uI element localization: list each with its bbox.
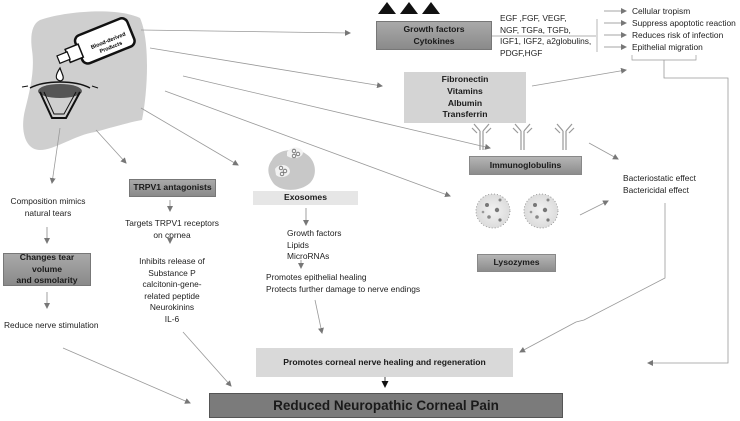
effect-item: Cellular tropism (632, 6, 691, 16)
exosome-contents: Growth factors Lipids MicroRNAs (287, 228, 341, 263)
growth-factor-effects: Cellular tropism Suppress apoptotic reac… (632, 5, 736, 53)
exosome-effects: Promotes epithelial healing Protects fur… (266, 272, 420, 295)
antibacterial-effects: Bacteriostatic effect Bactericidal effec… (623, 173, 696, 196)
lysozymes-box: Lysozymes (477, 254, 556, 272)
effect-item: Reduces risk of infection (632, 30, 724, 40)
tear-volume-line: Changes tear volume (19, 252, 75, 274)
inhibits-line: related peptide (144, 290, 200, 301)
antibody-icon (471, 123, 575, 150)
exosomes-label: Exosomes (284, 192, 327, 203)
lysozyme-icon (475, 193, 559, 229)
tear-volume-box: Changes tear volume and osmolarity (3, 252, 91, 286)
exosome-content-item: Lipids (287, 239, 309, 250)
inhibits-line: Inhibits release of (139, 256, 205, 266)
outcome-box: Reduced Neuropathic Corneal Pain (209, 393, 563, 418)
protein-item: Fibronectin (441, 74, 489, 85)
composition-line: Composition mimics (10, 196, 86, 206)
composition-line: natural tears (24, 207, 72, 218)
immunoglobulins-box: Immunoglobulins (469, 156, 582, 175)
inhibits-line: Substance P (148, 267, 196, 278)
gf-list-line: PDGF,HGF (500, 47, 543, 58)
eye-icon (21, 81, 99, 119)
trpv1-targets-line: Targets TRPV1 receptors (125, 218, 219, 228)
gf-list-line: NGF, TGFa, TGFb, (500, 24, 571, 35)
growth-factor-list: EGF ,FGF, VEGF, NGF, TGFa, TGFb, IGF1, I… (500, 13, 591, 59)
growth-factors-label: Growth factors (403, 23, 465, 34)
healing-box: Promotes corneal nerve healing and regen… (256, 348, 513, 377)
protein-item: Transferrin (442, 109, 488, 120)
plasma-proteins-box: Fibronectin Vitamins Albumin Transferrin (404, 72, 526, 123)
immunoglobulins-label: Immunoglobulins (489, 159, 562, 170)
gf-list-line: EGF ,FGF, VEGF, (500, 13, 567, 23)
lysozymes-label: Lysozymes (493, 257, 540, 268)
triangle-icon (378, 2, 396, 14)
trpv1-antagonists-box: TRPV1 antagonists (129, 179, 216, 197)
outcome-label: Reduced Neuropathic Corneal Pain (273, 397, 499, 413)
trpv1-inhibits: Inhibits release of Substance P calciton… (122, 256, 222, 325)
effect-item: Epithelial migration (632, 42, 703, 52)
exosome-icon (268, 147, 315, 190)
triangle-icon (400, 2, 418, 14)
exosome-content-item: Growth factors (287, 228, 342, 238)
inhibits-line: Neurokinins (149, 302, 195, 312)
effect-item: Suppress apoptotic reaction (632, 18, 736, 28)
healing-label: Promotes corneal nerve healing and regen… (283, 356, 486, 367)
protein-item: Vitamins (447, 85, 483, 96)
tear-volume-line: and osmolarity (16, 275, 78, 286)
dropper-bottle-icon (56, 17, 136, 65)
bactericidal-text: Bactericidal effect (623, 184, 689, 195)
exosome-effect-item: Protects further damage to nerve endings (266, 283, 421, 294)
exosome-effect-item: Promotes epithelial healing (266, 272, 367, 282)
inhibits-line: calcitonin-gene- (142, 279, 202, 289)
trpv1-targets: Targets TRPV1 receptors on cornea (122, 218, 222, 241)
bacteriostatic-text: Bacteriostatic effect (623, 173, 696, 183)
triangle-icon (422, 2, 440, 14)
reduce-nerve-stimulation-text: Reduce nerve stimulation (4, 320, 99, 330)
exosome-content-item: MicroRNAs (287, 251, 330, 261)
trpv1-label: TRPV1 antagonists (133, 182, 212, 193)
tear-composition: Composition mimics natural tears (0, 196, 96, 219)
exosomes-box: Exosomes (253, 191, 358, 205)
inhibits-line: IL-6 (164, 313, 180, 324)
cytokines-label: Cytokines (413, 35, 455, 46)
drop-icon (55, 66, 64, 82)
growth-factors-box: Growth factors Cytokines (376, 21, 492, 50)
trpv1-targets-line: on cornea (153, 229, 191, 240)
gf-list-line: IGF1, IGF2, a2globulins, (500, 36, 592, 46)
protein-item: Albumin (447, 97, 483, 108)
